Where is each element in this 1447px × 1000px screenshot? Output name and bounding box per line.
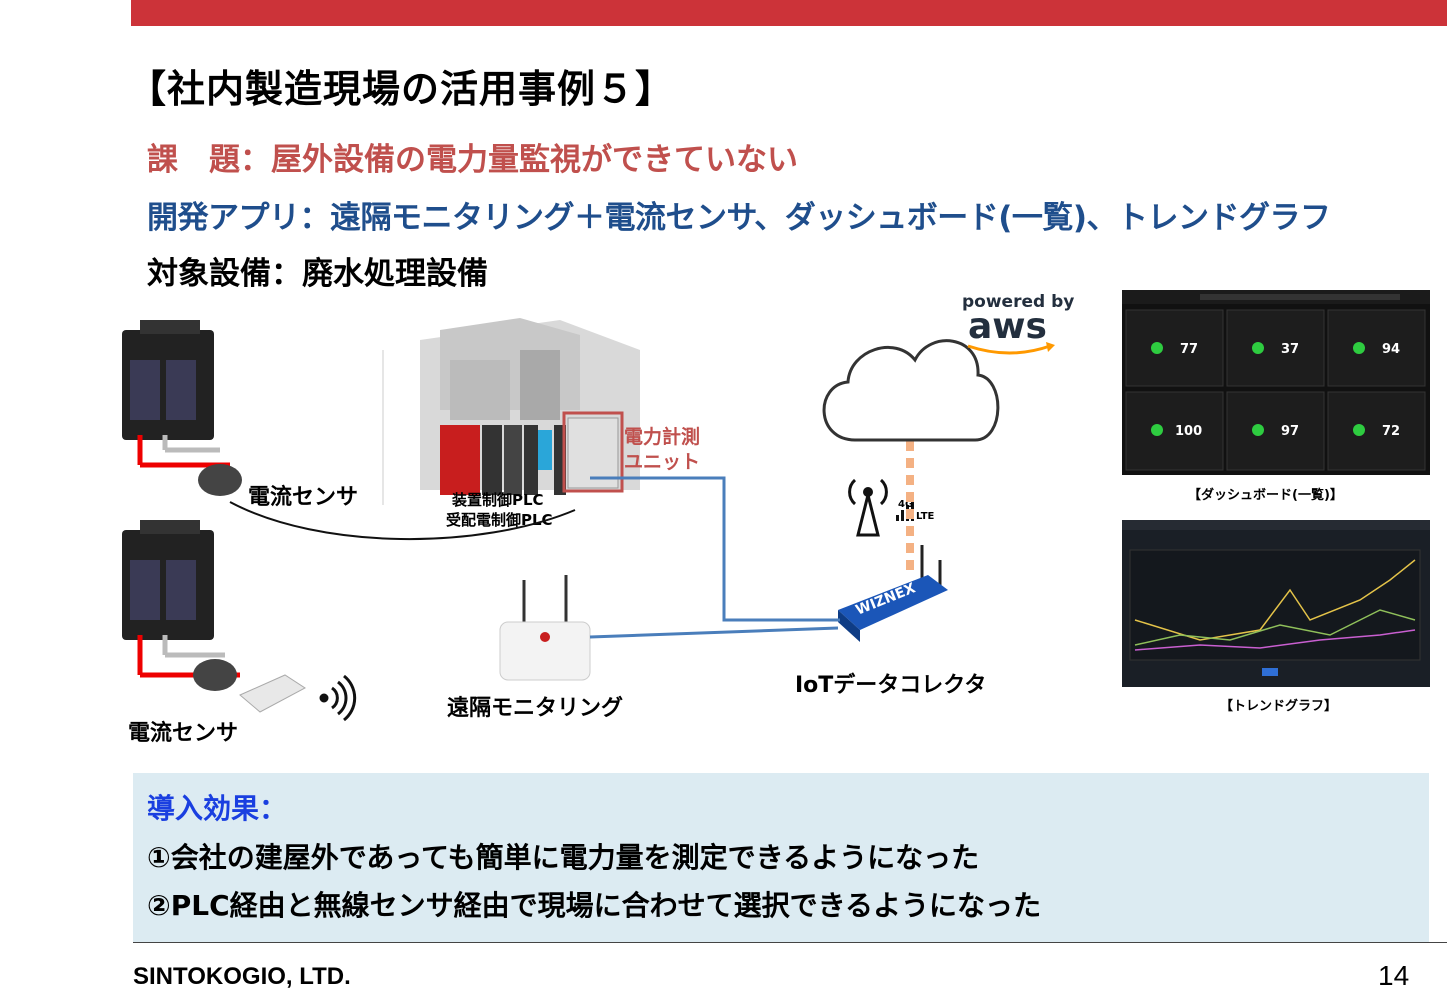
dash-value-5: 97: [1281, 424, 1299, 439]
aws-powered-by: powered by: [962, 292, 1074, 312]
plc-rack: [440, 411, 624, 495]
collector-label: IoTデータコレクタ: [795, 672, 986, 698]
page-title: 【社内製造現場の活用事例５】: [128, 67, 675, 111]
iot-data-collector: WIZNEX: [838, 545, 948, 642]
dashboard-screenshot: 77 37 94 100 97 72: [1122, 290, 1430, 475]
cloud-icon: [822, 339, 1000, 442]
dash-value-6: 72: [1382, 424, 1400, 439]
trend-graph-screenshot: [1122, 520, 1430, 687]
dash-value-1: 77: [1180, 342, 1198, 357]
effect-item-1: ①会社の建屋外であっても簡単に電力量を測定できるようになった: [147, 841, 980, 874]
breaker-2: [122, 520, 306, 713]
dash-value-4: 100: [1175, 424, 1202, 439]
effect-box: [133, 773, 1429, 943]
footer-divider: [133, 942, 1447, 943]
target-text: 対象設備：廃水処理設備: [147, 256, 488, 292]
sensor-label-1: 電流センサ: [248, 484, 358, 510]
breaker-1: [122, 320, 242, 496]
top-accent-bar: [131, 0, 1447, 26]
effect-item-2: ②PLC経由と無線センサ経由で現場に合わせて選択できるようになった: [147, 889, 1042, 922]
power-unit-label-2: ユニット: [624, 451, 700, 473]
app-text: 開発アプリ：遠隔モニタリング＋電流センサ、ダッシュボード(一覧)、トレンドグラフ: [147, 200, 1331, 236]
aws-smile-icon: [967, 344, 1051, 355]
remote-monitoring-device: [499, 575, 591, 681]
page-number: 14: [1378, 960, 1410, 991]
system-diagram: 電力計測 ユニット 装置制御PLC 受配電制御PLC 電流センサ 電流センサ: [122, 290, 1430, 746]
sensor-label-2: 電流センサ: [128, 720, 238, 746]
effect-heading: 導入効果：: [147, 792, 288, 825]
network-4g: 4G: [898, 499, 913, 510]
power-unit-label-1: 電力計測: [624, 425, 700, 448]
company-name: SINTOKOGIO, LTD.: [133, 963, 351, 990]
wireless-signal-icon: [319, 674, 357, 722]
plc-label-1: 装置制御PLC: [451, 491, 544, 509]
aws-logo: aws: [968, 306, 1047, 347]
network-lte: LTE: [916, 511, 935, 522]
plc-label-2: 受配電制御PLC: [446, 511, 553, 529]
issue-text: 課 題：屋外設備の電力量監視ができていない: [147, 142, 798, 178]
dash-value-3: 94: [1382, 342, 1400, 357]
remote-label: 遠隔モニタリング: [447, 695, 623, 721]
dash-value-2: 37: [1281, 342, 1299, 357]
dashboard-caption: 【ダッシュボード(一覧)】: [1188, 487, 1343, 503]
trend-caption: 【トレンドグラフ】: [1220, 698, 1337, 714]
